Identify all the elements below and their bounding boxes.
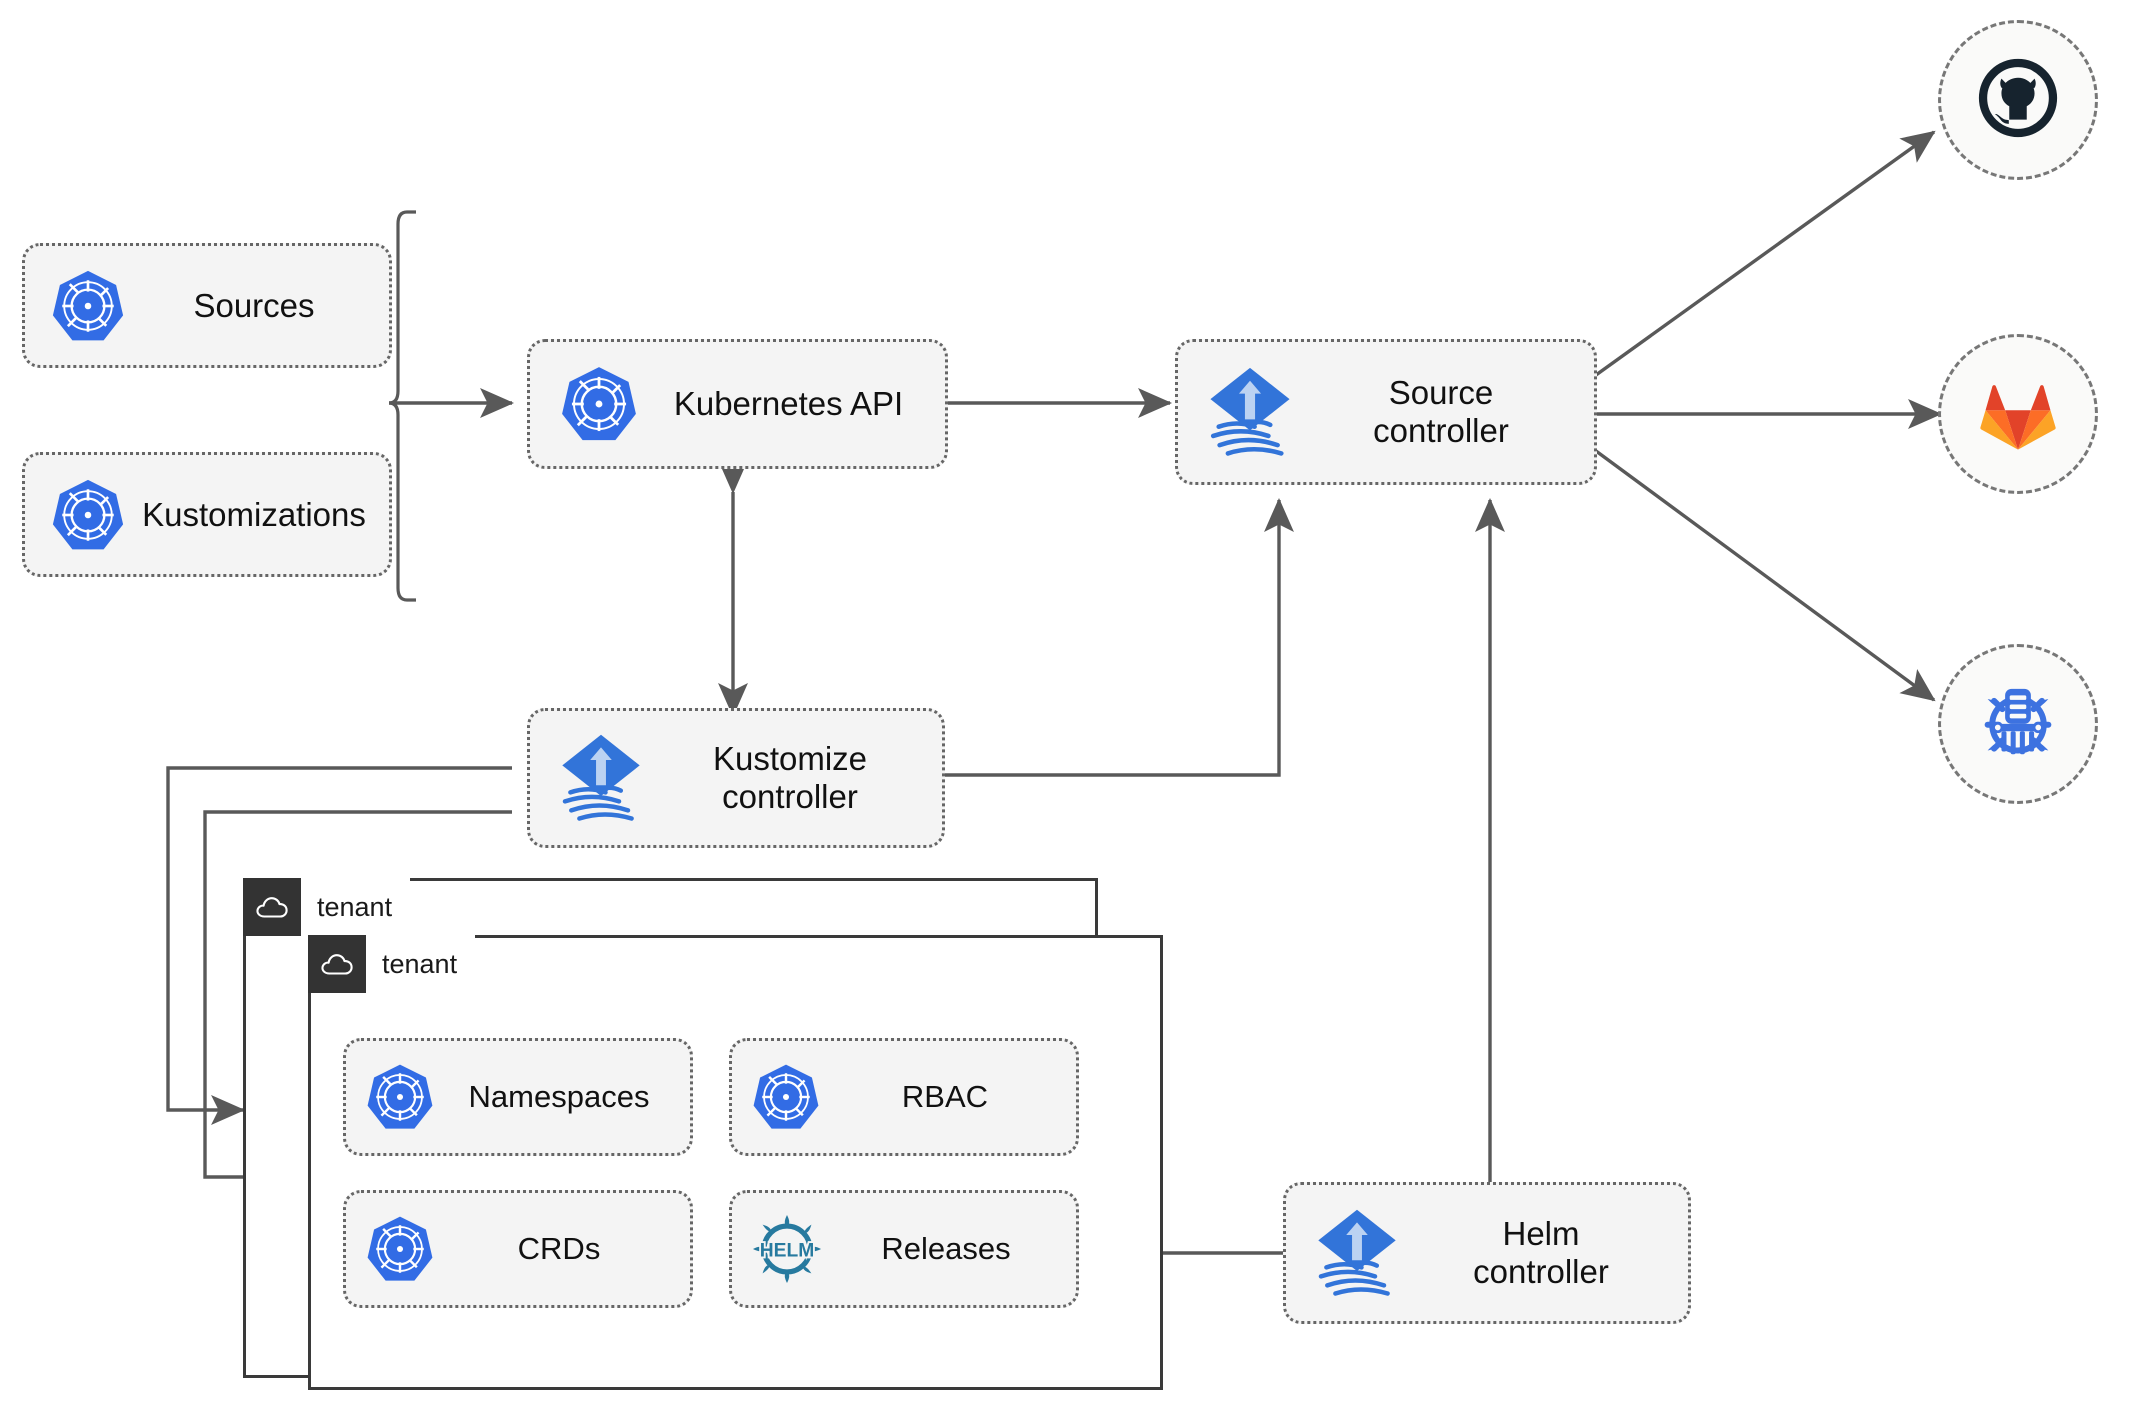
endpoint-gitlab[interactable]	[1938, 334, 2098, 494]
tenant-item-label: Releases	[881, 1231, 1011, 1267]
kubernetes-icon	[558, 363, 640, 445]
gitlab-icon	[1975, 371, 2061, 458]
svg-text:HELM: HELM	[760, 1240, 815, 1261]
kubernetes-icon	[364, 1213, 436, 1285]
helm-controller-node[interactable]: Helm controller	[1283, 1182, 1691, 1324]
tenant-item-rbac[interactable]: RBAC	[729, 1038, 1079, 1156]
cloud-icon	[308, 935, 366, 993]
kubernetes-icon	[49, 476, 127, 554]
kubernetes-api-label: Kubernetes API	[673, 385, 904, 423]
tenant-tab-front: tenant	[308, 935, 476, 993]
kubernetes-api-node[interactable]: Kubernetes API	[527, 339, 948, 469]
tenant-item-label: RBAC	[901, 1079, 989, 1115]
endpoint-helm-repository[interactable]	[1938, 644, 2098, 804]
tenant-item-releases[interactable]: HELM Releases	[729, 1190, 1079, 1308]
kustomize-controller-node[interactable]: Kustomize controller	[527, 708, 945, 848]
wire-source-helmrepo	[1594, 449, 1936, 702]
tenant-item-crds[interactable]: CRDs	[343, 1190, 693, 1308]
kubernetes-icon	[364, 1061, 436, 1133]
tenant-panel-front[interactable]: tenant	[308, 935, 1163, 1390]
wire-source-github	[1595, 130, 1936, 377]
helm-chart-icon	[1972, 676, 2064, 773]
kustomize-controller-label: Kustomize controller	[712, 740, 868, 815]
resource-label: Sources	[193, 286, 315, 324]
tenant-tab-back: tenant	[243, 878, 411, 936]
endpoint-github[interactable]	[1938, 20, 2098, 180]
tenant-label: tenant	[317, 891, 393, 922]
resource-sources[interactable]: Sources	[22, 243, 392, 368]
resource-label: Kustomizations	[142, 495, 366, 533]
kubernetes-icon	[750, 1061, 822, 1133]
kubernetes-icon	[49, 267, 127, 345]
tenant-item-label: CRDs	[517, 1231, 601, 1267]
helm-controller-label: Helm controller	[1473, 1215, 1609, 1290]
tenant-label: tenant	[382, 948, 458, 979]
wire-kustomize-source	[945, 497, 1294, 777]
flux-icon	[1204, 362, 1296, 462]
resource-kustomizations[interactable]: Kustomizations	[22, 452, 392, 577]
helm-icon: HELM	[750, 1212, 824, 1286]
tenant-item-namespaces[interactable]: Namespaces	[343, 1038, 693, 1156]
resource-bracket	[388, 210, 416, 602]
tenant-item-label: Namespaces	[468, 1079, 650, 1115]
source-controller-node[interactable]: Source controller	[1175, 339, 1597, 485]
github-icon	[1972, 52, 2064, 149]
flux-icon	[556, 729, 646, 827]
source-controller-label: Source controller	[1373, 374, 1509, 449]
flux-icon	[1312, 1204, 1402, 1302]
cloud-icon	[243, 878, 301, 936]
